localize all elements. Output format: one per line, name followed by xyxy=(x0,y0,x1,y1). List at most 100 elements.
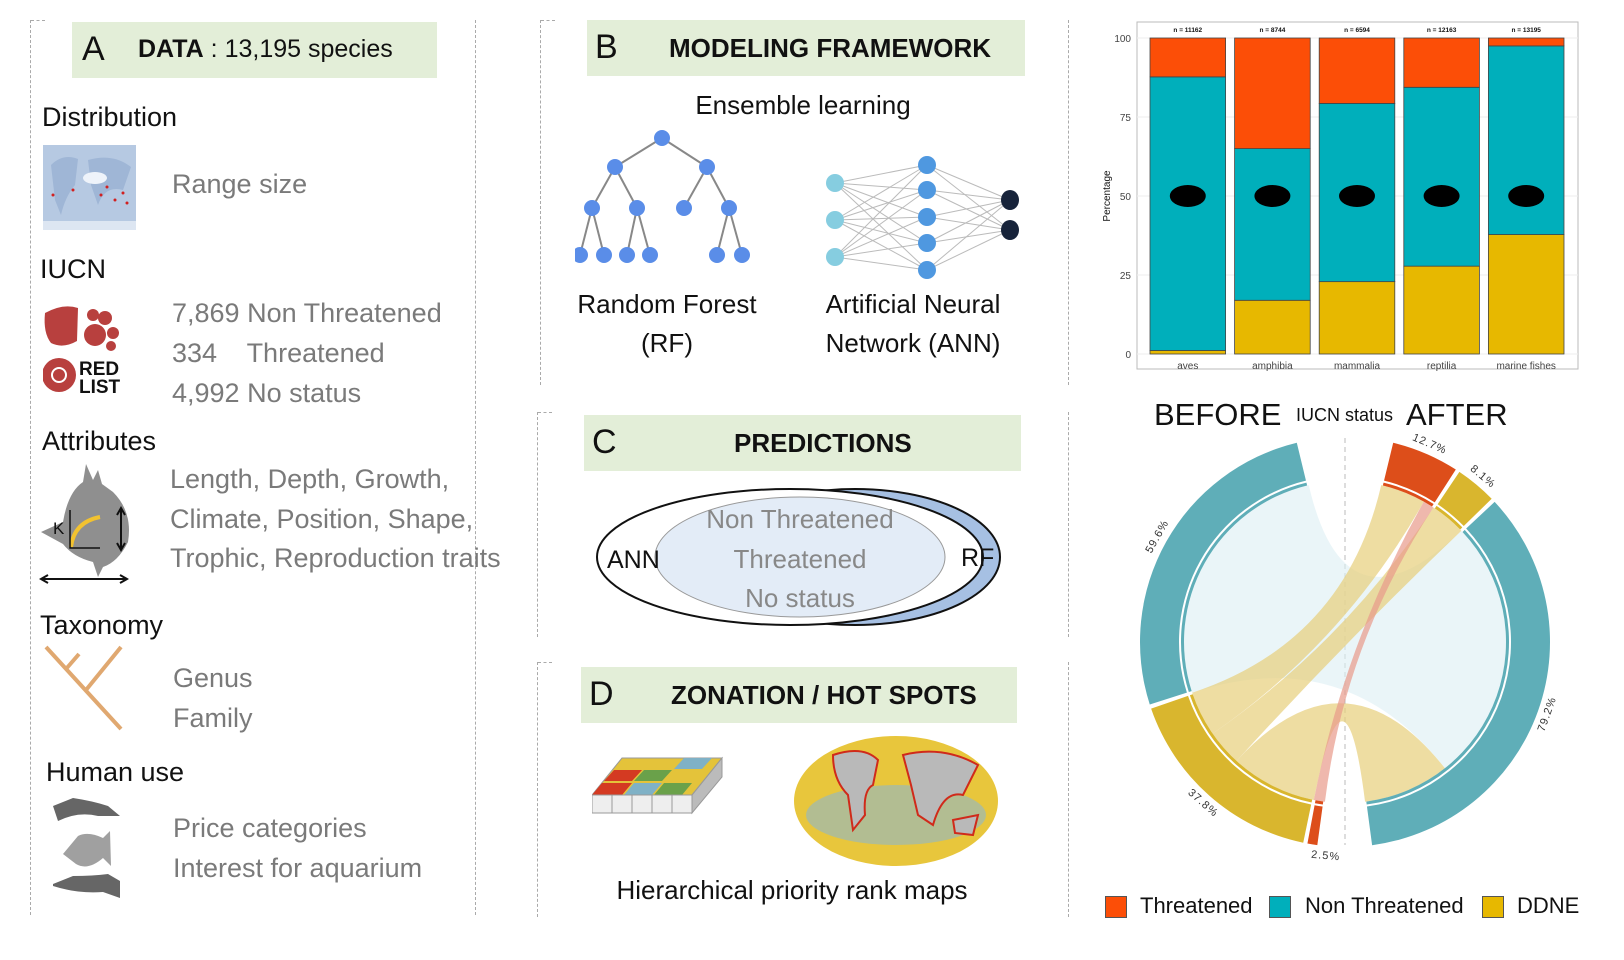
fish-traits-icon: K xyxy=(38,464,130,584)
bar-count-label: n = 12163 xyxy=(1427,27,1457,34)
human-use-aquarium: Interest for aquarium xyxy=(173,853,423,883)
bar-segment-threatened xyxy=(1234,37,1311,149)
chord-inner-track xyxy=(1314,800,1324,805)
wolf-silhouette xyxy=(1339,185,1375,207)
attributes-line-1: Length, Depth, Growth, xyxy=(170,464,450,494)
x-tick-label: amphibia xyxy=(1252,361,1293,372)
panel-c-title: PREDICTIONS xyxy=(734,428,912,458)
nn-hidden-node xyxy=(918,208,936,226)
y-tick-label: 75 xyxy=(1120,113,1132,124)
bar-segment-non-threatened xyxy=(1149,76,1226,351)
tree-node xyxy=(584,200,600,216)
title-rest: : 13,195 species xyxy=(203,35,393,63)
section-taxonomy: Taxonomy xyxy=(40,610,164,640)
nn-input-node xyxy=(826,174,844,192)
icon-letter: K xyxy=(53,519,65,538)
nn-edge xyxy=(834,164,928,258)
panel-a-title: DATA : 13,195 species xyxy=(138,35,393,64)
class-no-status: No status xyxy=(745,583,855,613)
chord-ribbon xyxy=(1212,507,1462,761)
nn-edge xyxy=(926,164,1011,231)
nn-hidden-node xyxy=(918,234,936,252)
bar-count-label: n = 11162 xyxy=(1173,27,1202,34)
legend-label-non-threatened: Non Threatened xyxy=(1305,893,1464,918)
neural-network-icon xyxy=(826,156,1019,279)
bar-segment-ddne xyxy=(1403,265,1480,355)
nn-edge xyxy=(926,199,1011,244)
tree-edge xyxy=(728,207,743,256)
iucn-threatened-count: 334 Threatened xyxy=(172,338,385,368)
nn-edge xyxy=(926,229,1011,244)
overlap-ellipse xyxy=(654,496,946,618)
nn-edge xyxy=(834,216,928,258)
tree-node xyxy=(642,247,658,263)
chord-arc-before-non-threatened xyxy=(1140,442,1306,705)
panel-d-header: D ZONATION / HOT SPOTS xyxy=(581,667,1017,723)
tree-node xyxy=(654,130,670,146)
range-size-text: Range size xyxy=(172,169,308,199)
logo-text: LIST xyxy=(79,377,121,398)
ensemble-learning-label: Ensemble learning xyxy=(695,90,911,120)
legend-label-ddne: DDNE xyxy=(1517,893,1580,918)
tree-node xyxy=(709,247,725,263)
tree-edge xyxy=(614,137,663,168)
bar-segment-ddne xyxy=(1318,281,1396,355)
logo-text: RED xyxy=(79,359,119,380)
panel-c-frame xyxy=(537,412,1069,637)
section-attributes: Attributes xyxy=(42,426,157,456)
nn-edge xyxy=(834,256,928,271)
nn-output-node xyxy=(1001,190,1019,210)
tree-edge xyxy=(591,207,605,256)
chord-diagram: BEFORE IUCN status AFTER 59.6%37.8%2.5%1… xyxy=(1140,397,1559,864)
chord-arc-before-threatened xyxy=(1307,805,1323,846)
bar-segment-threatened xyxy=(1403,37,1480,88)
tree-edge xyxy=(661,137,708,168)
x-tick-label: mammalia xyxy=(1334,361,1381,372)
bar-segment-non-threatened xyxy=(1234,148,1311,301)
chord-arc-after-non-threatened xyxy=(1366,501,1550,846)
tree-edge xyxy=(579,207,593,256)
panel-a-header: A DATA : 13,195 species xyxy=(72,22,437,78)
panel-letter: B xyxy=(595,28,618,66)
title-bold: DATA xyxy=(138,35,204,63)
x-tick-label: reptilia xyxy=(1427,361,1457,372)
chord-ribbon xyxy=(1236,703,1445,802)
x-tick-label: aves xyxy=(1177,361,1198,372)
bar-segment-threatened xyxy=(1149,37,1226,78)
y-tick-label: 0 xyxy=(1125,350,1131,361)
section-distribution: Distribution xyxy=(42,102,178,132)
rf-label-line: (RF) xyxy=(641,328,693,358)
panel-c-header: C PREDICTIONS xyxy=(584,415,1021,471)
legend-swatch-ddne xyxy=(1482,896,1504,918)
iucn-no-status-count: 4,992 No status xyxy=(172,378,362,408)
tree-node xyxy=(676,200,692,216)
lizard-silhouette xyxy=(1423,185,1460,207)
panel-d-frame xyxy=(537,662,1069,917)
class-non-threatened: Non Threatened xyxy=(706,504,893,534)
taxonomy-genus: Genus xyxy=(173,663,253,693)
fish-silhouette xyxy=(1508,185,1545,207)
ann-label-line: Artificial Neural xyxy=(825,289,1001,319)
nn-edge xyxy=(926,229,1011,271)
tree-edge xyxy=(626,207,638,256)
random-forest-tree-icon xyxy=(575,130,750,263)
chord-percent-label: 2.5% xyxy=(1311,849,1341,864)
frog-silhouette xyxy=(1254,185,1291,207)
tree-node xyxy=(607,159,623,175)
nn-input-node xyxy=(826,211,844,229)
nn-edge xyxy=(926,199,1011,218)
chord-title-before: BEFORE xyxy=(1154,397,1281,432)
nn-edge xyxy=(926,199,1011,271)
legend-swatch-non-threatened xyxy=(1269,896,1291,918)
legend: Threatened Non Threatened DDNE xyxy=(1105,892,1620,922)
tree-node xyxy=(596,247,612,263)
nn-hidden-node xyxy=(918,181,936,199)
bar-count-label: n = 13195 xyxy=(1511,27,1541,34)
bar-segment-ddne xyxy=(1234,299,1311,355)
nn-hidden-node xyxy=(918,156,936,174)
panel-a-frame xyxy=(30,20,476,915)
hands-fish-icon xyxy=(53,798,120,898)
ann-label: ANN xyxy=(607,546,660,574)
bar-segment-non-threatened xyxy=(1403,86,1480,267)
